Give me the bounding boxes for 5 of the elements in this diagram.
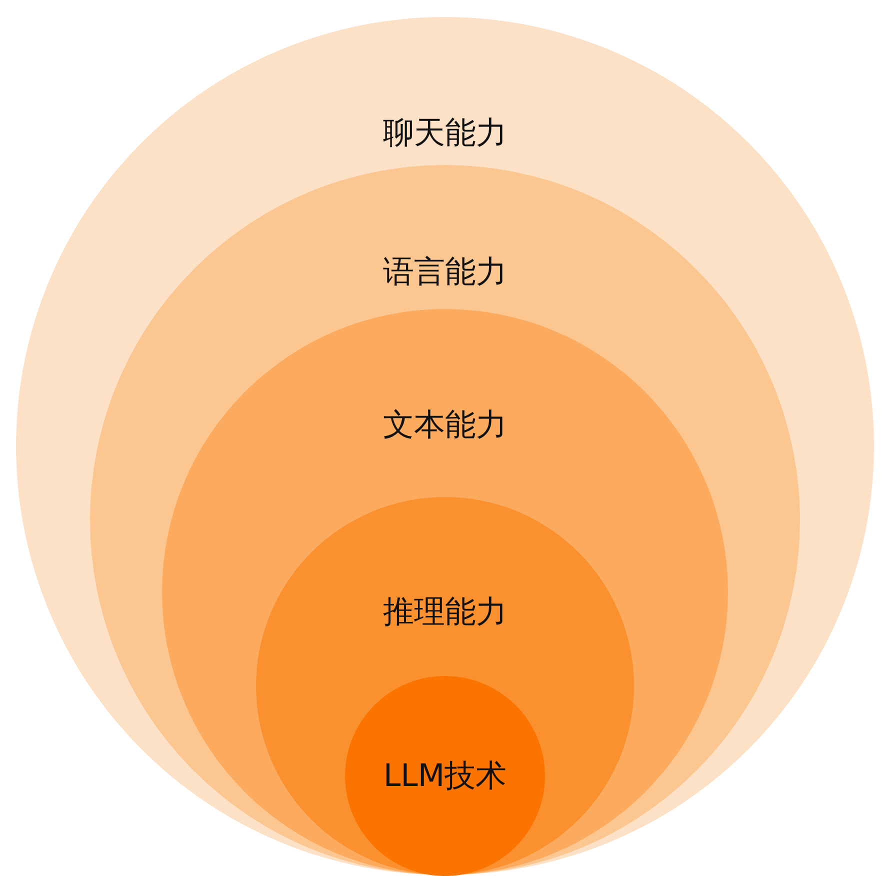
layer-label: 推理能力 (383, 593, 507, 631)
layer-label: LLM技术 (383, 757, 507, 795)
layer-label: 文本能力 (383, 406, 507, 444)
layer-label: 语言能力 (383, 253, 507, 291)
layer-label: 聊天能力 (383, 114, 507, 152)
